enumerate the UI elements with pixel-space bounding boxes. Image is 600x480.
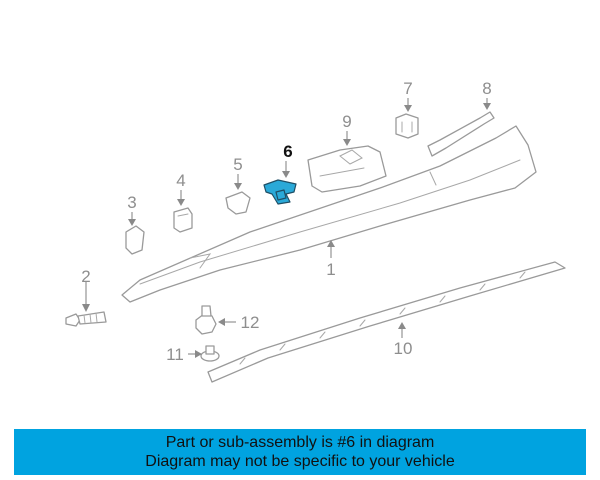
callout-4: 4 bbox=[176, 171, 185, 190]
callout-7: 7 bbox=[403, 79, 412, 98]
part-6-bracket-highlighted[interactable] bbox=[263, 179, 297, 205]
part-2-screw[interactable] bbox=[65, 311, 107, 327]
callout-10: 10 bbox=[394, 339, 413, 358]
part-5-clip[interactable] bbox=[225, 191, 251, 215]
part-11-fastener[interactable] bbox=[200, 345, 220, 362]
callout-5: 5 bbox=[233, 155, 242, 174]
banner-line-2: Diagram may not be specific to your vehi… bbox=[145, 453, 455, 470]
part-9-bracket[interactable] bbox=[307, 145, 387, 193]
callout-8: 8 bbox=[482, 79, 491, 98]
callout-9: 9 bbox=[342, 112, 351, 131]
part-10-lower-molding[interactable] bbox=[207, 261, 566, 383]
info-banner: Part or sub-assembly is #6 in diagram Di… bbox=[14, 429, 586, 475]
part-8-rod[interactable] bbox=[427, 111, 495, 157]
callout-2: 2 bbox=[81, 267, 90, 286]
part-12-push-nut[interactable] bbox=[195, 305, 217, 335]
callout-12: 12 bbox=[241, 313, 260, 332]
callout-3: 3 bbox=[127, 193, 136, 212]
leader-lines bbox=[82, 98, 491, 358]
part-4-clip[interactable] bbox=[173, 207, 193, 233]
part-1-rocker-panel[interactable] bbox=[121, 125, 537, 303]
callout-1: 1 bbox=[326, 260, 335, 279]
part-7-clip[interactable] bbox=[395, 113, 419, 139]
callout-11: 11 bbox=[166, 345, 184, 364]
part-3-clip[interactable] bbox=[125, 225, 145, 255]
banner-line-1: Part or sub-assembly is #6 in diagram bbox=[165, 434, 435, 451]
callout-6: 6 bbox=[283, 142, 292, 161]
